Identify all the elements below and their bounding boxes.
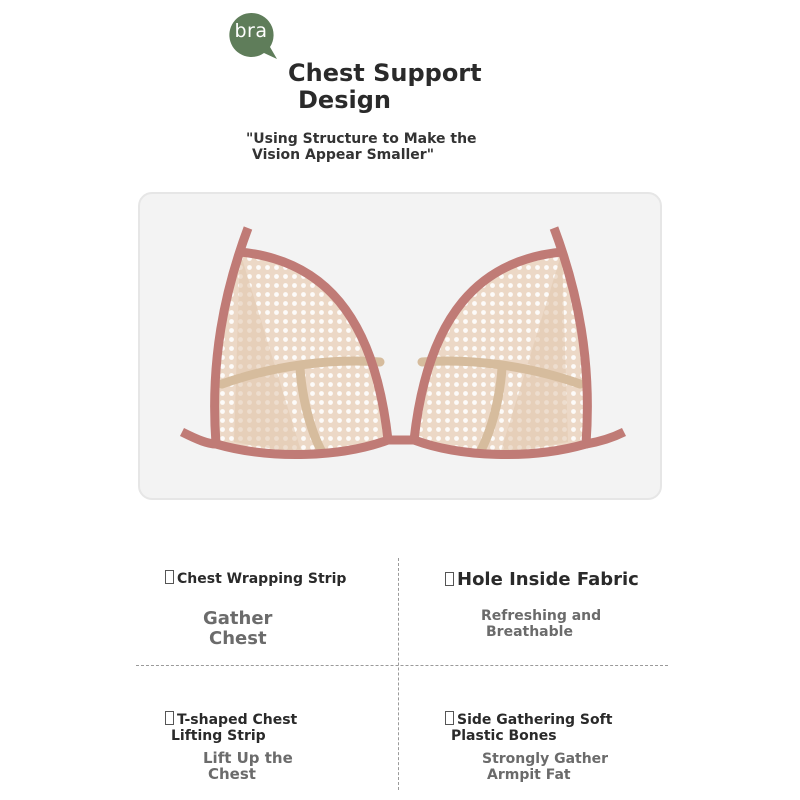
feature-desc-line: Breathable	[486, 624, 573, 640]
feature-title-line: T-shaped Chest	[177, 712, 298, 728]
feature-desc-line: Chest	[208, 765, 256, 783]
bra-illustration	[179, 226, 627, 459]
grid-divider-horizontal	[136, 665, 668, 666]
feature-title-line: Chest Wrapping Strip	[177, 571, 347, 587]
speech-bubble-icon	[229, 12, 277, 60]
feature-desc-line: Chest	[209, 628, 267, 649]
feature-desc-line: Lift Up the	[203, 749, 293, 767]
t-shaped-support-strips	[217, 356, 585, 457]
feature-desc-line: Strongly Gather	[482, 751, 609, 767]
bullet-box-icon	[445, 711, 454, 725]
feature-title-hole-inside-fabric: Hole Inside Fabric	[445, 570, 639, 590]
bra-outline	[179, 226, 627, 459]
feature-title-chest-wrapping-strip: Chest Wrapping Strip	[165, 570, 346, 587]
right-cup	[414, 252, 586, 454]
feature-title-line: Hole Inside Fabric	[457, 569, 639, 590]
subtitle-line-1: "Using Structure to Make the	[246, 131, 477, 147]
bra-illustration-card	[138, 192, 662, 500]
feature-title-line: Side Gathering Soft	[457, 712, 613, 728]
bullet-box-icon	[165, 570, 174, 584]
feature-desc-refreshing-breathable: Refreshing and Breathable	[481, 608, 601, 640]
feature-title-t-shaped-lifting-strip: T-shaped Chest Lifting Strip	[165, 711, 297, 744]
feature-desc-gather-chest: Gather Chest	[203, 609, 272, 649]
feature-title-line: Lifting Strip	[171, 728, 266, 744]
bullet-box-icon	[165, 711, 174, 725]
title-line-2: Design	[298, 86, 391, 114]
feature-title-side-gathering-bones: Side Gathering Soft Plastic Bones	[445, 711, 612, 744]
feature-title-line: Plastic Bones	[451, 728, 557, 744]
feature-desc-gather-armpit-fat: Strongly Gather Armpit Fat	[482, 751, 608, 783]
left-cup	[216, 252, 388, 454]
bullet-box-icon	[445, 572, 454, 586]
feature-desc-line: Refreshing and	[481, 608, 602, 624]
page-subtitle: "Using Structure to Make the Vision Appe…	[246, 131, 477, 163]
brand-logo: bra	[228, 12, 278, 60]
grid-divider-vertical	[398, 558, 399, 790]
feature-desc-line: Armpit Fat	[487, 767, 571, 783]
title-line-1: Chest Support	[288, 59, 482, 87]
feature-desc-lift-up-chest: Lift Up the Chest	[203, 750, 293, 782]
feature-desc-line: Gather	[203, 608, 273, 629]
subtitle-line-2: Vision Appear Smaller"	[252, 147, 434, 163]
brand-logo-text: bra	[234, 20, 268, 42]
page-title: Chest Support Design	[288, 60, 482, 114]
